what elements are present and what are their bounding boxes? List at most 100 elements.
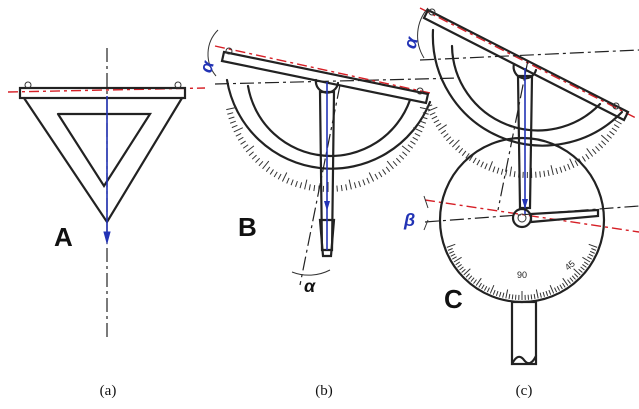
panel-c-scale-tick [484,163,488,170]
caption-a: (a) [99,383,117,399]
panel-b-scale-ticks [226,107,430,192]
panel-b-scale-tick [242,144,249,149]
panel-c-scale-tick [611,127,618,132]
panel-b-scale-tick [318,185,320,192]
panel-b-scale-tick [313,185,316,192]
panel-b-scale-tick [421,116,428,120]
panel-b-scale-tick [226,107,237,111]
panel-c-dial-tick [588,253,594,257]
panel-c-scale-tick [446,136,452,142]
panel-c-scale-tick [429,112,436,116]
panel-c-scale-tick [455,145,460,151]
panel-c-dial-tick [453,256,462,263]
panel-c-dial-tick [465,273,470,278]
panel-c-scale-tick [567,163,571,170]
panel-b-scale-tick [410,140,416,145]
panel-a-inner-triangle [56,112,153,189]
panel-b-scale-tick [299,182,303,189]
panel-c-dial-ticks [446,243,598,300]
panel-c-dial-tick [461,268,466,273]
panel-b-scale-tick [418,124,425,129]
panel-c-dial-tick [473,279,477,284]
panel-b-scale-tick [336,185,338,192]
panel-b-top-alpha: α [196,58,218,75]
panel-c-scale-tick [609,130,615,136]
panel-c-scale-tick [435,123,442,128]
panel-c-dial-tick [468,275,473,280]
panel-c-dial-tick [549,284,555,294]
panel-b-protractor-level: α α B [196,29,461,296]
panel-c-dial-tick [582,264,587,268]
panel-c-label: C [444,284,463,314]
panel-c-scale-tick [440,129,447,135]
panel-c-scale-tick [433,119,440,124]
panel-c-scale-tick [443,133,449,138]
panel-c-dial-tick [447,248,453,251]
panel-c-inner-arc [450,44,602,132]
panel-c-dial-tick [508,293,511,300]
panel-c-left-pin [428,8,436,16]
panel-c-scale-ticks [426,104,622,179]
panel-c-dial-tick [548,289,552,295]
panel-c-scale-tick [476,159,481,166]
panel-c-dial-tick [539,292,542,298]
panel-c-straightedge [422,8,630,122]
panel-b-scale-tick [412,136,419,141]
panel-a-red-reference-line [7,87,206,93]
panel-c-dial-tick [481,284,485,290]
panel-b-scale-tick [258,160,264,167]
panel-c-scale-tick [550,165,554,176]
panel-b-scale-tick [248,151,254,157]
panel-b-scale-tick [401,145,411,153]
panel-b-scale-tick [304,179,308,190]
panel-c-horizontal-centerline [419,49,639,61]
panel-c-dial-hub-inner [517,213,527,223]
panel-c-scale-tick [426,104,433,108]
panel-c-dial-tick [562,277,569,286]
panel-c-dial-tick [545,290,549,296]
panel-c-scale-tick [488,161,493,171]
panel-c-dial-tick [573,268,581,276]
panel-c-scale-tick [600,134,610,143]
panel-c-dial-hub [511,207,533,229]
panel-b-scale-tick [378,171,383,178]
panel-b-scale-tick [273,171,278,178]
panel-c-scale-tick [612,118,622,125]
panel-c-scale-tick [505,169,508,176]
panel-b-scale-tick [402,151,408,157]
panel-c-dial-tick [455,261,461,266]
panel-c-stem-break [510,354,538,366]
panel-c-dial-tick [492,289,496,295]
panel-c-dial-tick [459,266,464,271]
panel-b-scale-tick [386,160,394,170]
panel-b-scale-tick [420,120,427,124]
panel-c-scale-tick [458,148,464,154]
panel-b-scale-tick [281,172,288,182]
panel-c-stem [510,300,538,366]
panel-c-dial-tick [450,253,456,257]
panel-c-dial-tick [580,266,585,271]
panel-c-dial-tick [574,273,579,278]
panel-c-dial-tick [495,290,499,296]
panel-b-scale-tick [240,140,246,145]
panel-b-scale-tick [353,182,357,189]
panel-c-scale-tick [480,161,484,168]
panel-c-dial-tick [562,282,566,288]
panel-b-pendulum-tip [318,218,336,258]
panel-c-beta-tick-top [423,195,429,209]
panel-c-scale-tick [451,139,460,148]
panel-b-scale-tick [286,177,290,184]
panel-c-dial-tick [475,277,482,286]
panel-b-bottom-alpha: α [304,276,316,296]
panel-a-triangle-level: A [7,48,206,340]
panel-b-scale-tick [395,157,401,163]
panel-c-scale-tick [601,140,607,146]
panel-c-dial-tick [446,243,456,248]
panel-c-dial-tick [542,291,545,297]
panel-b-top-alpha-arc [207,29,219,77]
panel-c-right-pin [612,102,620,110]
panel-b-scale-tick [385,166,391,173]
panel-b-scale-tick [245,145,255,153]
panel-c-scale-tick [513,171,516,178]
